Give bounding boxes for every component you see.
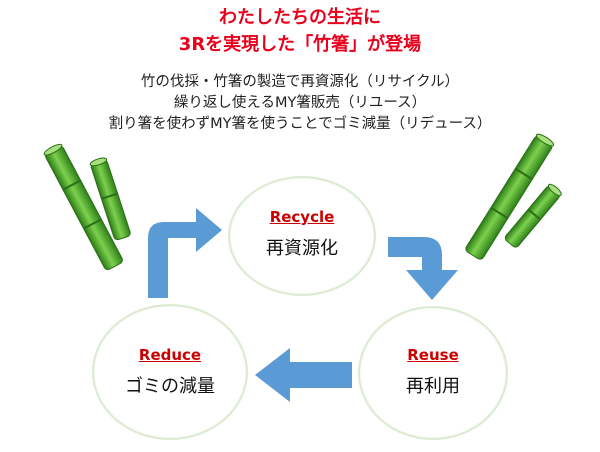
description-line-reuse: 繰り返し使えるMY箸販売（リユース） xyxy=(173,95,427,111)
description-line-reduce: 割り箸を使わずMY箸を使うことでゴミ減量（リデュース） xyxy=(108,116,492,132)
arrow-reduce-to-recycle-icon xyxy=(148,208,222,298)
arrow-recycle-to-reuse-icon xyxy=(388,237,458,300)
reuse-label-en: Reuse xyxy=(407,346,459,364)
description-line-recycle: 竹の伐採・竹箸の製造で再資源化（リサイクル） xyxy=(140,74,460,90)
cycle-node-recycle: Recycle 再資源化 xyxy=(228,176,376,296)
reuse-label-jp: 再利用 xyxy=(406,376,460,397)
cycle-node-reuse: Reuse 再利用 xyxy=(358,306,508,440)
cycle-node-reduce: Reduce ゴミの減量 xyxy=(92,304,248,440)
title-line-1: わたしたちの生活に xyxy=(219,7,381,28)
title-line-2: 3Rを実現した「竹箸」が登場 xyxy=(178,34,422,55)
recycle-label-jp: 再資源化 xyxy=(266,238,338,259)
arrow-reuse-to-reduce-icon xyxy=(255,348,352,402)
recycle-label-en: Recycle xyxy=(269,208,335,226)
bamboo-left-icon xyxy=(43,143,131,271)
reduce-label-en: Reduce xyxy=(138,346,202,364)
reduce-label-jp: ゴミの減量 xyxy=(125,376,215,397)
bamboo-right-icon xyxy=(465,133,562,260)
